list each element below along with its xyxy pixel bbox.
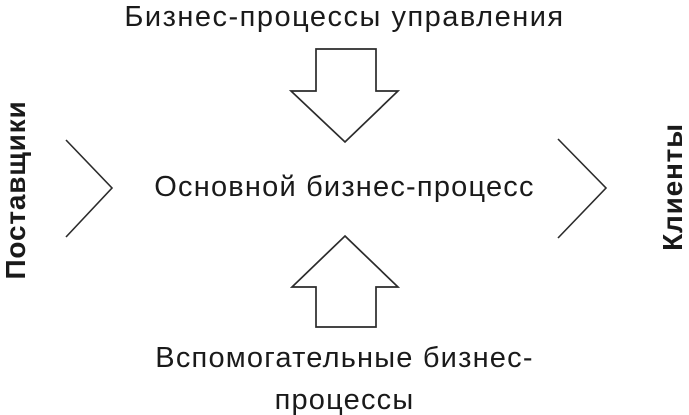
support-processes-label: Вспомогательные бизнес- процессы xyxy=(0,337,689,415)
management-processes-label: Бизнес-процессы управления xyxy=(124,1,565,33)
right-chevron-icon xyxy=(557,138,608,239)
support-processes-line2: процессы xyxy=(274,384,415,415)
support-processes-line1: Вспомогательные бизнес- xyxy=(155,342,534,374)
main-process-label: Основной бизнес-процесс xyxy=(154,171,535,203)
clients-label: Клиенты xyxy=(657,123,688,251)
down-block-arrow-icon xyxy=(288,48,401,144)
up-block-arrow-icon xyxy=(289,234,401,328)
left-chevron-icon xyxy=(65,139,114,238)
